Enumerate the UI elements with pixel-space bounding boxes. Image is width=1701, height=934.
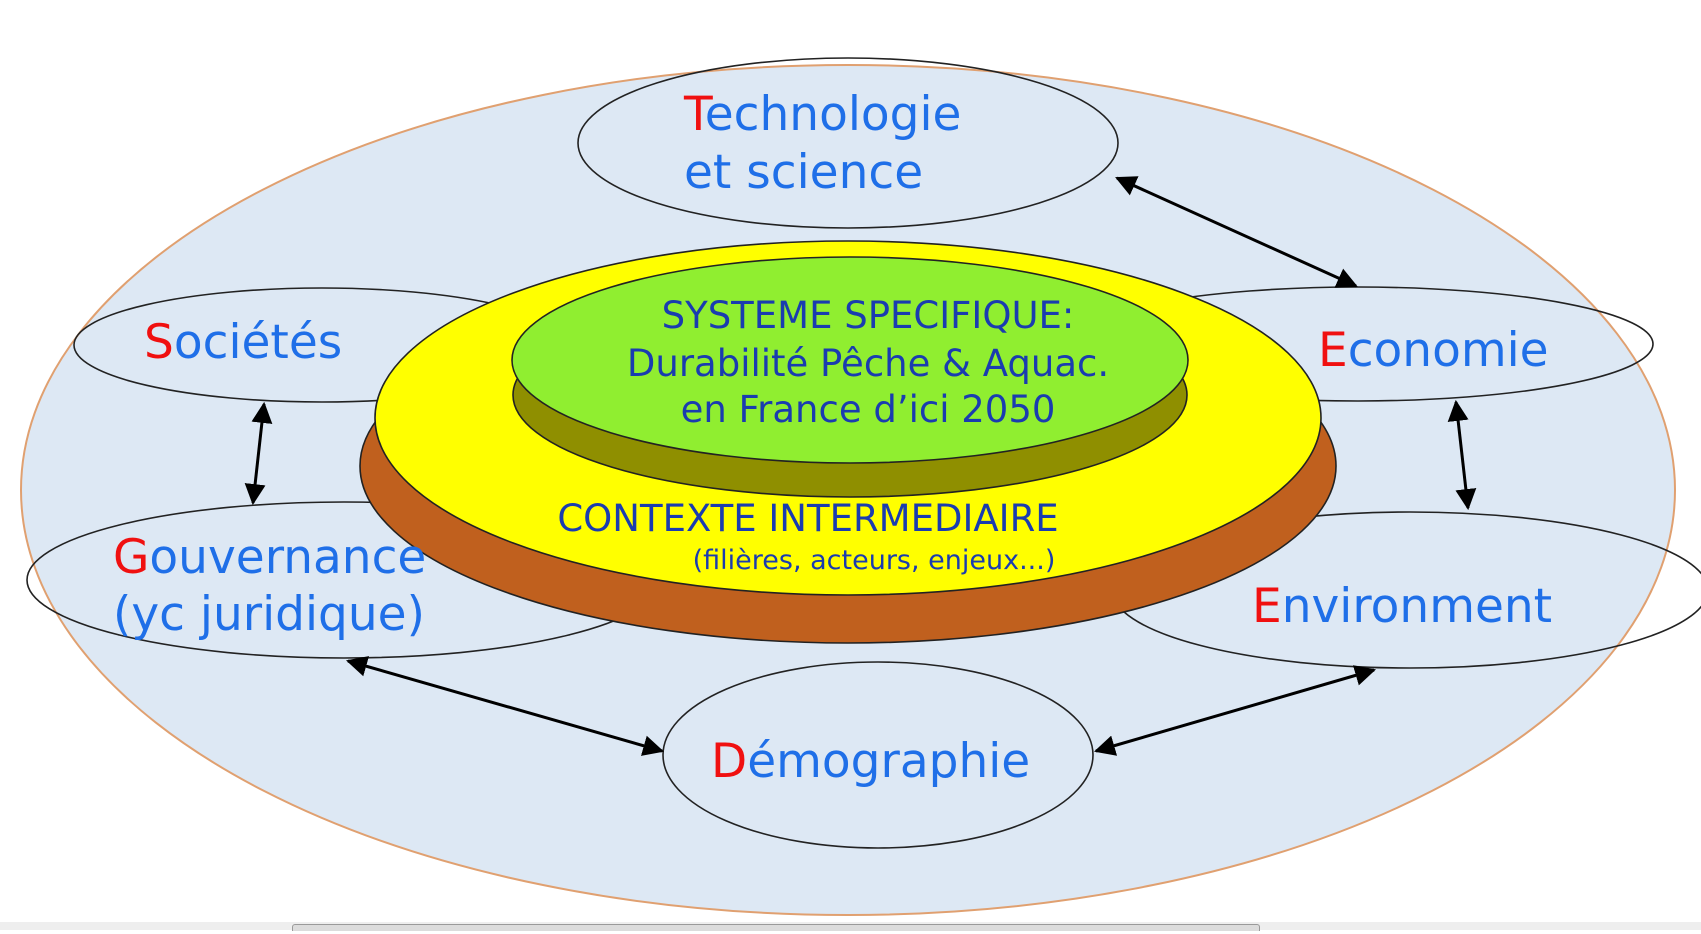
arrow-demographie-environnement: [1093, 665, 1377, 756]
specific-system-line3: en France d’ici 2050: [681, 388, 1056, 431]
label-gouvernance-line1: Gouvernance: [113, 530, 426, 585]
label-technologie-line2: et science: [684, 145, 923, 200]
specific-system-line2: Durabilité Pêche & Aquac.: [627, 342, 1109, 385]
label-demographie: Démographie: [711, 734, 1030, 789]
initial-gouvernance: G: [113, 530, 149, 585]
arrow-societes-gouvernance: [244, 401, 273, 506]
label-environnement: Environment: [1252, 579, 1552, 634]
arrow-economie-environnement: [1447, 399, 1477, 511]
ellipse-technologie: [577, 57, 1119, 229]
initial-economie: E: [1318, 323, 1348, 378]
specific-system-disk-top: [511, 256, 1189, 464]
arrow-gouvernance-demographie: [345, 656, 665, 756]
intermediate-context-title: CONTEXTE INTERMEDIAIRE: [557, 497, 1058, 540]
specific-system-line1: SYSTEME SPECIFIQUE:: [662, 294, 1075, 337]
initial-demographie: D: [711, 734, 747, 789]
arrow-technologie-economie: [1115, 176, 1358, 288]
bottom-scrollbar-thumb[interactable]: [292, 924, 1260, 931]
label-economie: Economie: [1318, 323, 1549, 378]
initial-environnement: E: [1252, 579, 1282, 634]
label-technologie-line1: Technologie: [683, 87, 961, 142]
label-societes: Sociétés: [144, 315, 342, 370]
initial-societes: S: [144, 315, 174, 370]
label-gouvernance-line2: (yc juridique): [113, 587, 425, 642]
intermediate-context-subtitle: (filières, acteurs, enjeux...): [693, 545, 1056, 576]
